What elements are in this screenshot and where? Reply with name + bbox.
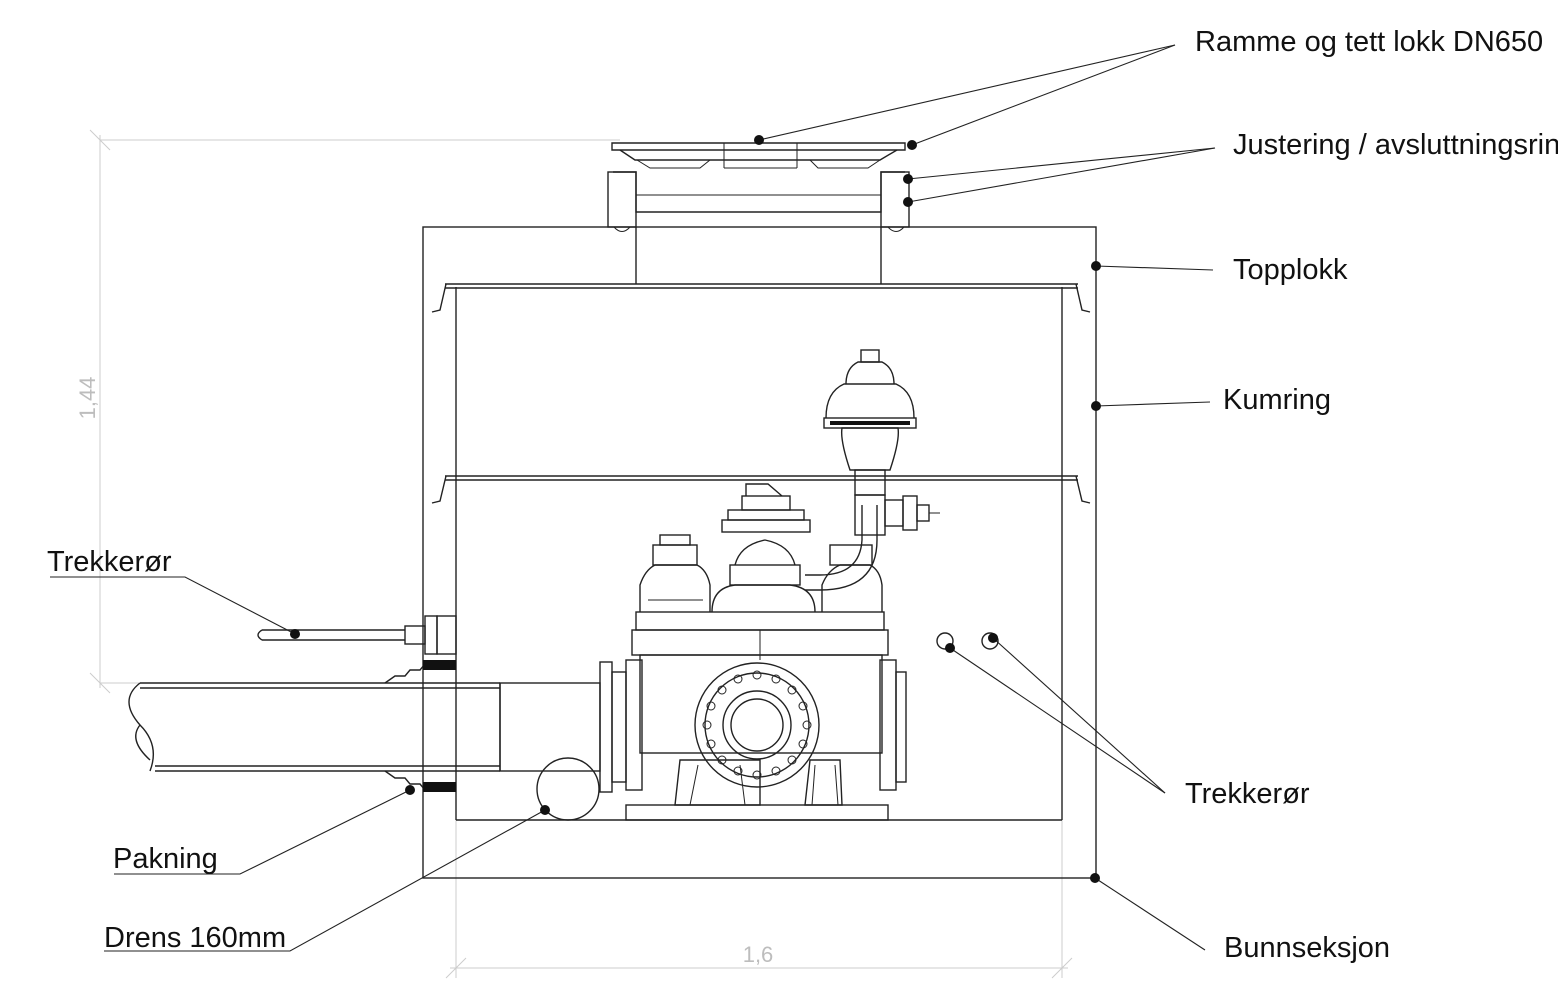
label-topplokk: Topplokk <box>1233 254 1348 286</box>
dimension-height-label: 1,44 <box>75 377 100 420</box>
leaders <box>50 44 1216 952</box>
label-drens: Drens 160mm <box>104 922 286 954</box>
dimension-width: 1,6 <box>445 820 1073 979</box>
label-ramme: Ramme og tett lokk DN650 <box>1195 26 1543 58</box>
drain-pipe <box>536 757 600 821</box>
kumring-joint <box>431 475 1091 504</box>
label-kumring: Kumring <box>1223 384 1331 416</box>
valve-assembly <box>599 349 940 821</box>
inlet-pipe <box>128 660 601 792</box>
label-trekkeror-left: Trekkerør <box>47 546 172 578</box>
label-trekkeror-right: Trekkerør <box>1185 778 1310 810</box>
dimension-width-label: 1,6 <box>743 942 774 967</box>
draw-pipe-left <box>257 615 457 655</box>
topplokk-slab <box>431 227 1091 313</box>
label-pakning: Pakning <box>113 843 218 875</box>
frame-and-cover <box>607 142 910 232</box>
label-justering: Justering / avsluttningsring <box>1233 129 1558 161</box>
dimension-height: 1,44 <box>75 129 620 694</box>
draw-pipes-right <box>936 632 999 650</box>
label-bunnseksjon: Bunnseksjon <box>1224 932 1390 964</box>
